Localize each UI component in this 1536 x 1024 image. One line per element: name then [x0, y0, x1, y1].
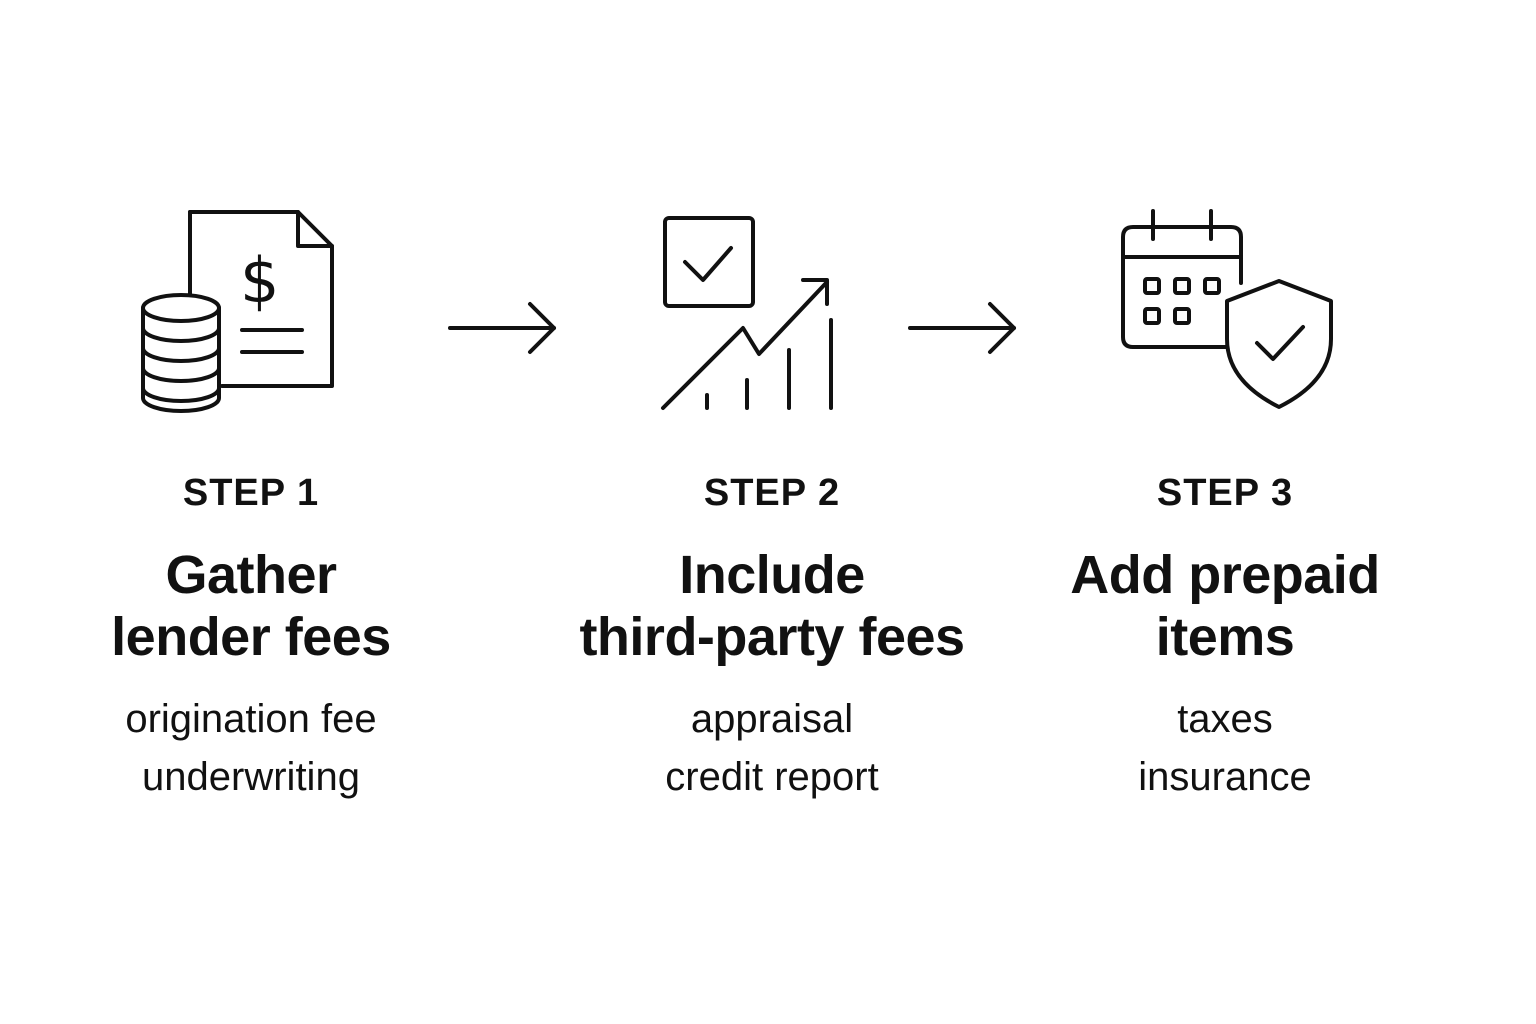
step-detail-item: underwriting: [142, 755, 360, 799]
dollar-sign-icon: $: [240, 244, 279, 317]
step-label: STEP 2: [703, 472, 841, 514]
step-detail-item: appraisal: [690, 697, 854, 741]
step-detail-item: origination fee: [125, 697, 377, 741]
step-3: STEP 3 Add prepaid items taxes insurance: [995, 470, 1455, 806]
step-details: appraisal credit report: [522, 690, 1022, 806]
step-title-line: Add prepaid: [1070, 545, 1380, 605]
step-detail-item: taxes: [1177, 697, 1273, 741]
shield-icon: [1225, 279, 1333, 409]
checkmark-icon: [683, 246, 733, 282]
trend-arrowhead: [801, 278, 829, 306]
arrow-right-icon: [448, 302, 556, 354]
step-label: STEP 3: [1156, 472, 1294, 514]
step-1: STEP 1 Gather lender fees origination fe…: [21, 470, 481, 806]
checkbox-growth-chart-icon: [661, 216, 833, 410]
checkbox-icon: [663, 216, 755, 308]
step-detail-item: insurance: [1138, 755, 1312, 799]
step-label: STEP 1: [182, 472, 320, 514]
step-title: Gather lender fees: [21, 544, 481, 668]
step-title-line: items: [1155, 607, 1295, 667]
step-title-line: Gather: [165, 545, 337, 605]
calendar-shield-icon: [1121, 209, 1333, 409]
step-details: taxes insurance: [995, 690, 1455, 806]
coin-stack-icon: [141, 293, 221, 413]
calendar-icon: [1121, 209, 1243, 349]
step-title-line: Include: [679, 545, 865, 605]
step-details: origination fee underwriting: [21, 690, 481, 806]
step-title-line: third-party fees: [579, 607, 965, 667]
step-detail-item: credit report: [665, 755, 879, 799]
document-dollar-coins-icon: $: [141, 210, 334, 413]
step-2: STEP 2 Include third-party fees appraisa…: [522, 470, 1022, 806]
step-title: Include third-party fees: [522, 544, 1022, 668]
step-title: Add prepaid items: [995, 544, 1455, 668]
shield-checkmark-icon: [1255, 325, 1305, 361]
trend-line: [661, 280, 829, 410]
document-fold: [296, 210, 334, 248]
arrow-right-icon: [908, 302, 1016, 354]
step-title-line: lender fees: [111, 607, 391, 667]
